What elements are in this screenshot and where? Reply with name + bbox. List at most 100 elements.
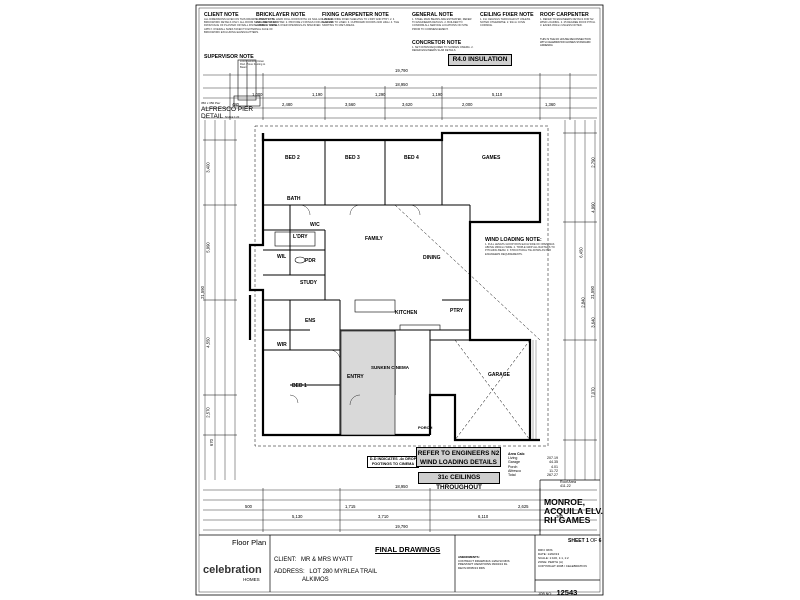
area-calc-label: Total [508,473,516,478]
amendment-item: DEVS 08/05/13 RDS [458,565,485,570]
room-ldry: L'DRY [293,234,308,240]
fixing-carpenter-note: FIXING CARPENTER NOTE 1. 600mm WIDE FIXE… [322,12,400,28]
area-calc-row: Living 207.19 [508,456,558,460]
right-note: THIS IS THE R2 HOUSE RECONNECTION WITH C… [540,38,591,48]
top-dim-segment: 3,620 [402,102,413,107]
job-number: JOB NO: 12543 [538,582,577,600]
concretor-note-title: CONCRETOR NOTE [412,40,462,46]
fixing-carpenter-note-body: 1. 600mm WIDE FIXED SHELVING TO L'DRY AN… [322,18,400,28]
room-bed3: BED 3 [345,155,360,161]
roof-carpenter-note-title: ROOF CARPENTER [540,12,589,18]
client-label: CLIENT: [274,557,297,563]
amendment-item: PRESTART VARIATIONS 09/04/13 DL [458,562,508,567]
ceiling-fixer-note-body: 1. 31c CEILINGS THROUGHOUT UNLESS NOTED … [480,18,531,28]
final-drawings-label: FINAL DRAWINGS [375,545,441,554]
right-mid-dim: 6,450 [578,247,584,258]
fixing-carpenter-note-title: FIXING CARPENTER NOTE [322,12,389,18]
sheet-label: SHEET [568,538,585,544]
top-dim-segment: 1,360 [545,102,556,107]
drawing-info: DRN: RDS DATE: 14/02/13 SCALE: 1:100, 1:… [538,548,587,568]
supervisor-note: SUPERVISOR NOTE 10mm Holding Down Rod. P… [204,54,270,70]
elevation-line2: ACQUILA ELV. [544,506,603,516]
area-calc-title: Area Calc [508,452,525,456]
drn-label: DRN: [538,548,546,552]
area-calc-value: 207.19 [547,456,558,461]
bottom-dim-segment: 6,110 [478,514,489,519]
left-dim-segment: 3,400 [205,162,211,173]
job-label: JOB NO: [538,592,553,596]
left-dim-segment: 5,990 [205,242,211,253]
area-calc-value: 44.35 [549,460,558,465]
top-dim-segment: 1,190 [312,92,323,97]
copyright: COPYRIGHT 2008 / CELEBRATION [538,564,587,568]
supervisor-note-body: 10mm Holding Down Rod. Prove Footing to … [240,60,266,70]
left-dim-segment: 2,570 [205,407,211,418]
area-calc-value: 4.01 [551,464,558,469]
wind-loading-note-body: 1. FULL LENGTH HOOP IRON EACH SIDE OF OP… [485,243,555,256]
right-dim-segment: 2,790 [590,157,596,168]
top-dim-segment: 2,000 [462,102,473,107]
room-wil: WIL [277,254,287,260]
right-dim-segment: 7,070 [590,387,596,398]
date-value: 14/02/13 [547,552,560,556]
room-bath: BATH [287,196,301,202]
top-inner-dim: 18,950 [395,82,408,87]
pier-size-label: 350 x 350 Pier [201,101,221,105]
wind-loading-note: WIND LOADING NOTE: 1. FULL LENGTH HOOP I… [485,237,557,256]
top-dim-segment: 5,110 [492,92,503,97]
bottom-dim-segment: 3,710 [378,514,389,519]
room-sunken-cinema: SUNKEN CINEMA [371,365,410,370]
room-ens: ENS [305,318,316,324]
client-note: CLIENT NOTE ALL DIMENSIONS GIVEN ON THIS… [204,12,282,34]
amendments-label: AMENDMENTS: [458,555,480,559]
room-bed1: BED 1 [292,383,307,389]
client-details: CLIENT: MR & MRS WYATT ADDRESS: LOT 280 … [274,556,377,584]
bricklayer-note-body: 1. POINT TO BE HARD ROLL DOWN WITH 1/2 N… [256,18,334,28]
top-dim-segment: 480 [232,102,239,107]
r4-insulation-banner: R4.0 INSULATION [448,54,512,66]
right-dim-segment: 3,640 [590,317,596,328]
elevation-label: MONROE, ACQUILA ELV. RH GAMES [544,498,603,525]
area-calc-table: Area Calc Living 207.19 Garage 44.35 Por… [508,452,558,477]
alfresco-pier-detail-title: ALFRESCO PIER DETAIL SCALE 1:20 [201,106,255,121]
top-overall-dim: 19,790 [395,68,408,73]
room-porch: PORCH [418,425,433,430]
concretor-note-body: 1. SET DOWN REQUIRED TO SUNKEN CINEMA. 2… [412,46,474,53]
room-bed4: BED 4 [404,155,419,161]
ceiling-fixer-note-title: CEILING FIXER NOTE [480,12,534,18]
general-note-body: 1. STEEL MAIN BEAMS ARE ESTIMATED, REFER… [412,18,472,31]
alfresco-scale-label: SCALE 1:20 [224,116,240,119]
room-garage: GARAGE [488,372,510,378]
bricklayer-note: BRICKLAYER NOTE 1. POINT TO BE HARD ROLL… [256,12,334,28]
general-note-title: GENERAL NOTE [412,12,454,18]
refer-engineers-banner: REFER TO ENGINEERS N2 WIND LOADING DETAI… [416,447,501,467]
top-dim-segment: 3,560 [345,102,356,107]
room-pdr: PDR [305,258,316,264]
elevation-line1: MONROE, [544,497,586,507]
brand-sub: HOMES [243,577,260,582]
supervisor-note-title: SUPERVISOR NOTE [204,54,254,60]
client-name: MR & MRS WYATT [301,557,353,563]
room-dining: DINING [423,255,441,261]
roof-carpenter-note: ROOF CARPENTER 1. REFER TO ENGINEERS DET… [540,12,596,28]
client-note-body: ALL DIMENSIONS GIVEN ON THIS DRAWING REL… [204,18,278,34]
bottom-inner-dim: 18,950 [395,484,408,489]
scale-value: 1:100, 1:1, 1:2 [549,556,569,560]
sheet-number: SHEET 1 OF 6 [568,538,601,544]
room-family: FAMILY [365,236,383,242]
elevation-line3: RH GAMES [544,515,591,525]
address-line1: LOT 280 MYRLEA TRAIL [309,569,378,575]
roof-area-label: Roof Area [560,480,576,484]
sheet-value: 1 [586,538,589,544]
top-dim-segment: 1,290 [375,92,386,97]
room-study: STUDY [300,280,317,286]
room-bed2: BED 2 [285,155,300,161]
alfresco-pier-detail-label: ALFRESCO PIER DETAIL [201,106,254,120]
right-dim-segment: 4,990 [590,202,596,213]
address-line2: ALKIMOS [302,577,329,583]
area-calc-value: 267.27 [547,473,558,478]
roof-area: Roof Area 411.22 [560,480,576,488]
amendments-block: AMENDMENTS: CONTRACT DRAWINGS 14/02/13 R… [458,555,510,570]
roof-carpenter-note-body: 1. REFER TO ENGINEERS DETAILS FOR N2 WIN… [540,18,596,28]
area-calc-label: Porch [508,464,518,469]
